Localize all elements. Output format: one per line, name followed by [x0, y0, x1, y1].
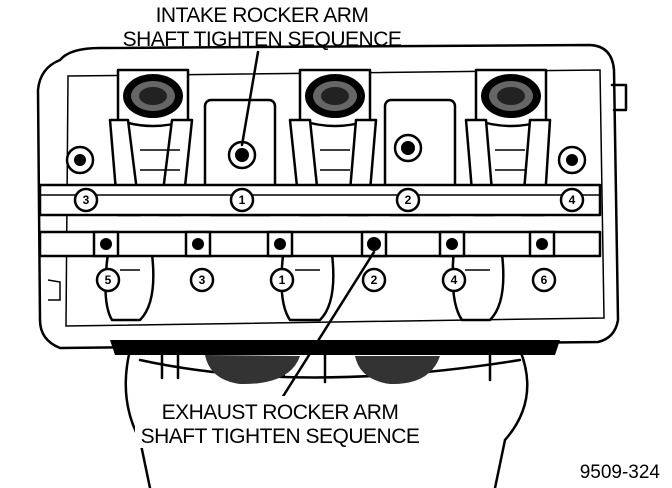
intake-badge: 2 — [395, 187, 421, 213]
exhaust-badge: 1 — [269, 267, 295, 293]
exhaust-label-line1: EXHAUST ROCKER ARM — [162, 401, 399, 424]
spark-plug-towers — [116, 68, 548, 128]
exhaust-callout: EXHAUST ROCKER ARM SHAFT TIGHTEN SEQUENC… — [135, 396, 425, 448]
intake-label-line2: SHAFT TIGHTEN SEQUENCE — [123, 28, 402, 51]
exhaust-label-line2: SHAFT TIGHTEN SEQUENCE — [141, 425, 420, 448]
exhaust-badge: 3 — [189, 267, 215, 293]
exhaust-badge-label: 2 — [371, 273, 378, 287]
intake-callout: INTAKE ROCKER ARM SHAFT TIGHTEN SEQUENCE — [123, 4, 403, 51]
intake-bolt — [65, 145, 95, 175]
exhaust-bolt — [438, 230, 466, 258]
exhaust-badge-label: 6 — [541, 273, 548, 287]
exhaust-leader-line — [280, 250, 376, 400]
leader-lines — [240, 50, 376, 400]
exhaust-badge-label: 1 — [279, 273, 286, 287]
intake-badge-label: 2 — [405, 193, 412, 207]
intake-badge-label: 4 — [569, 193, 576, 207]
exhaust-badge: 4 — [441, 267, 467, 293]
intake-badge: 1 — [229, 187, 255, 213]
exhaust-badge: 6 — [531, 267, 557, 293]
intake-label-line1: INTAKE ROCKER ARM — [156, 4, 369, 27]
spark-plug-tower-1 — [116, 68, 190, 128]
exhaust-badge-label: 3 — [199, 273, 206, 287]
head-studs — [160, 350, 492, 384]
intake-rocker-shaft — [38, 183, 602, 217]
exhaust-bolt — [184, 230, 212, 258]
intake-badge-label: 1 — [239, 193, 246, 207]
exhaust-badge-label: 5 — [105, 273, 112, 287]
exhaust-badge: 5 — [95, 267, 121, 293]
exhaust-badge: 2 — [361, 267, 387, 293]
intake-shaft-bolts — [65, 133, 587, 175]
exhaust-bolt — [528, 230, 556, 258]
exhaust-bolt — [92, 230, 120, 258]
exhaust-shaft-bolts — [92, 230, 556, 258]
exhaust-rocker-shaft — [38, 230, 602, 258]
intake-bolt — [557, 145, 587, 175]
intake-leader-line — [240, 50, 260, 147]
figure-number: 9509-324 — [580, 462, 661, 483]
intake-badge-label: 3 — [83, 193, 90, 207]
spark-plug-tower-3 — [474, 68, 548, 128]
intake-sequence-badges: 3 1 2 4 — [73, 187, 585, 213]
exhaust-sequence-badges: 5 3 1 2 4 6 — [95, 267, 557, 293]
exhaust-bolt — [266, 230, 294, 258]
intake-badge: 3 — [73, 187, 99, 213]
exhaust-bolt — [360, 230, 388, 258]
intake-badge: 4 — [559, 187, 585, 213]
exhaust-badge-label: 4 — [451, 273, 458, 287]
intake-bolt — [393, 133, 423, 163]
spark-plug-tower-2 — [298, 68, 372, 128]
